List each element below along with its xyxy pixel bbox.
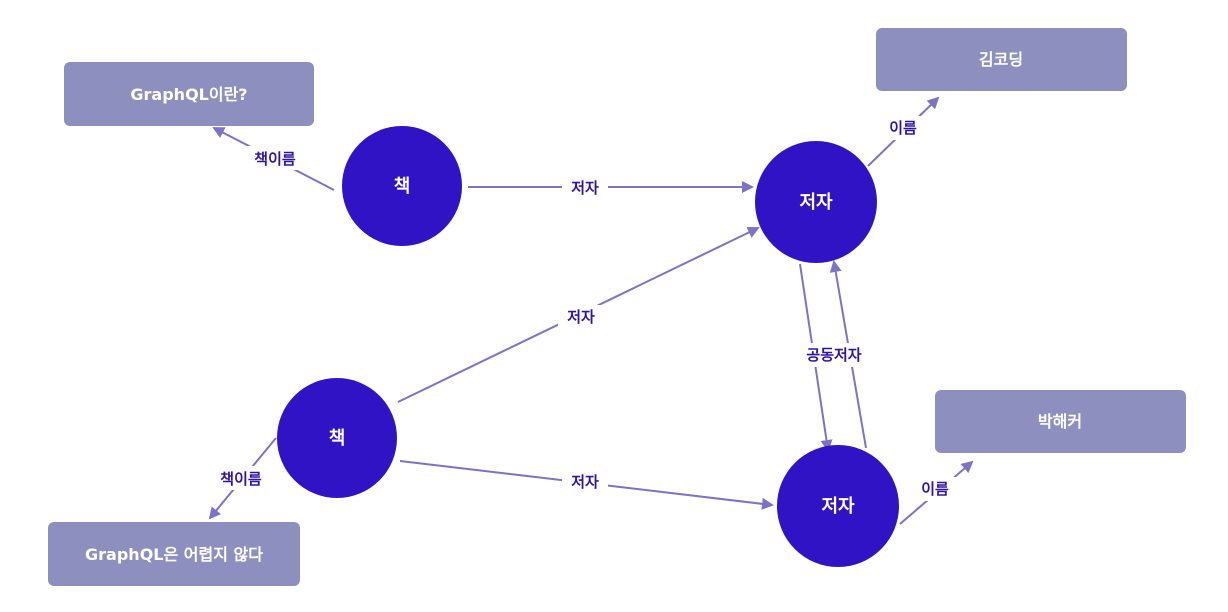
edge-book2-author1: 저자 bbox=[397, 226, 760, 403]
box-text-name-2: 박해커 bbox=[1038, 412, 1082, 431]
box-text-name-1: 김코딩 bbox=[979, 50, 1023, 69]
edge-label-author-1: 저자 bbox=[571, 179, 599, 197]
node-text-author-2: 저자 bbox=[821, 496, 855, 517]
edge-book2-author2: 저자 bbox=[399, 460, 774, 510]
node-author-2: 저자 bbox=[777, 445, 899, 567]
edge-author2-name: 이름 bbox=[899, 460, 974, 525]
node-book-2: 책 bbox=[277, 378, 397, 498]
edge-book2-title: 책이름 bbox=[208, 437, 277, 520]
node-text-book-1: 책 bbox=[394, 176, 411, 197]
box-book-title-2: GraphQL은 어렵지 않다 bbox=[48, 522, 300, 586]
box-name-2: 박해커 bbox=[935, 390, 1186, 453]
edge-label-name-1: 이름 bbox=[889, 119, 917, 137]
edge-label-book-title-2: 책이름 bbox=[220, 470, 262, 488]
edge-label-name-2: 이름 bbox=[921, 480, 949, 498]
edge-book1-author1: 저자 bbox=[468, 176, 754, 200]
edge-author1-name: 이름 bbox=[867, 96, 940, 167]
node-author-1: 저자 bbox=[755, 141, 877, 263]
edge-label-author-2: 저자 bbox=[567, 308, 595, 326]
node-text-author-1: 저자 bbox=[799, 192, 833, 213]
edge-label-coauthor: 공동저자 bbox=[806, 346, 861, 364]
box-name-1: 김코딩 bbox=[876, 28, 1127, 91]
node-book-1: 책 bbox=[342, 126, 462, 246]
box-book-title-1: GraphQL이란? bbox=[64, 62, 314, 126]
edge-book1-title: 책이름 bbox=[212, 127, 335, 191]
edge-coauthor: 공동저자 bbox=[799, 260, 868, 452]
edge-label-author-3: 저자 bbox=[571, 473, 599, 491]
node-text-book-2: 책 bbox=[329, 428, 346, 449]
box-text-title-1: GraphQL이란? bbox=[130, 85, 247, 104]
box-text-title-2: GraphQL은 어렵지 않다 bbox=[85, 545, 263, 564]
edge-label-book-title-1: 책이름 bbox=[254, 150, 296, 168]
